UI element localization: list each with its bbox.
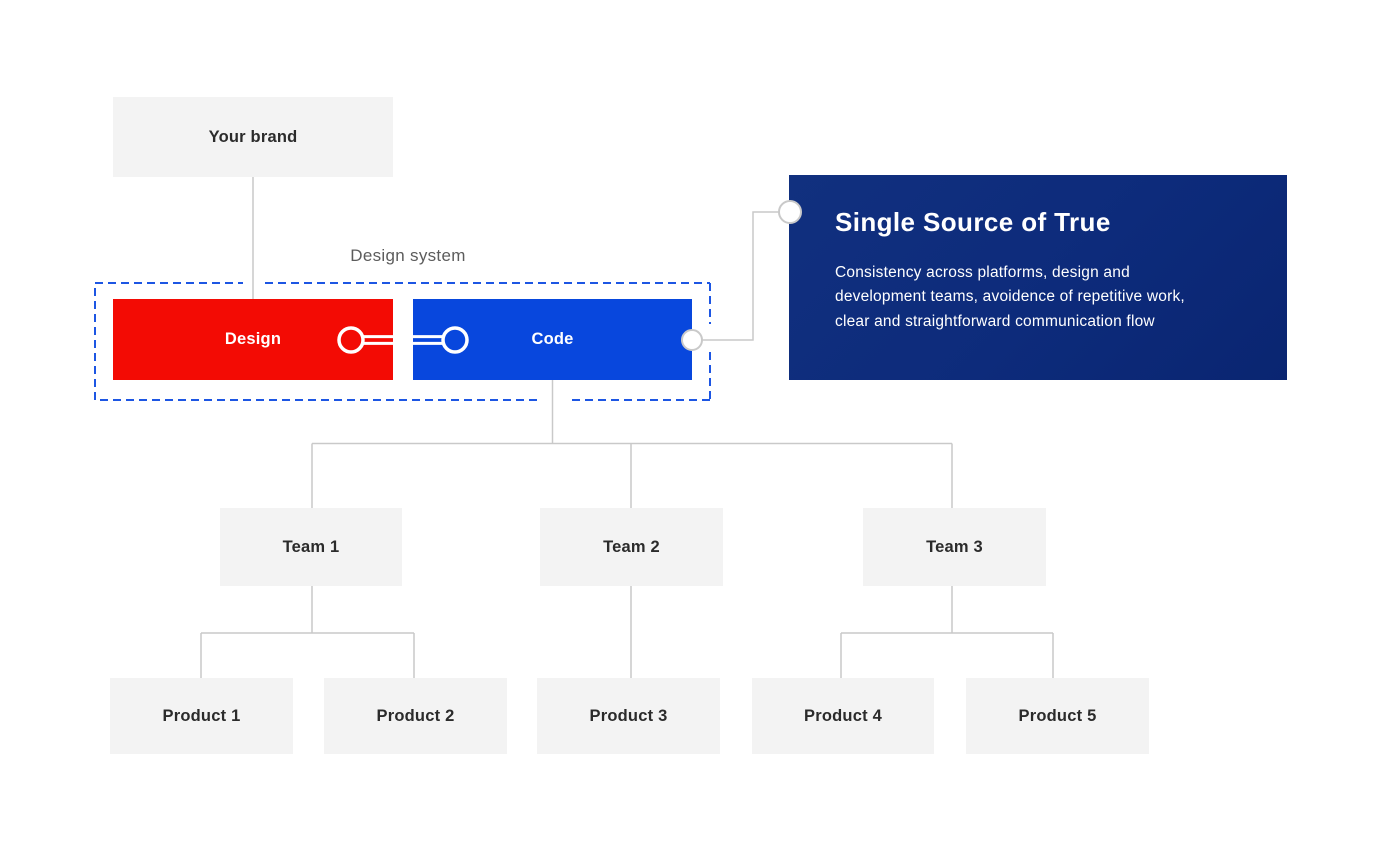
- node-team-2: Team 2: [540, 508, 723, 586]
- callout-body: Consistency across platforms, design and…: [835, 261, 1247, 335]
- node-product-2: Product 2: [324, 678, 507, 754]
- node-product-5: Product 5: [966, 678, 1149, 754]
- product-1-label: Product 1: [162, 706, 241, 725]
- node-design: Design: [113, 299, 393, 380]
- your-brand-label: Your brand: [208, 127, 298, 146]
- design-label: Design: [224, 330, 282, 348]
- callout-single-source: Single Source of True Consistency across…: [789, 175, 1287, 380]
- product-2-label: Product 2: [376, 706, 455, 725]
- node-team-1: Team 1: [220, 508, 402, 586]
- callout-body-line: development teams, avoidence of repetiti…: [835, 288, 1185, 305]
- product-5-label: Product 5: [1018, 706, 1097, 725]
- team-3-label: Team 3: [926, 537, 983, 556]
- code-label: Code: [531, 330, 574, 348]
- team-2-label: Team 2: [603, 537, 660, 556]
- callout-body-line: Consistency across platforms, design and: [835, 263, 1130, 281]
- node-code: Code: [413, 299, 692, 380]
- node-product-4: Product 4: [752, 678, 934, 754]
- callout-body-line: clear and straightforward communication …: [835, 312, 1155, 330]
- node-product-1: Product 1: [110, 678, 293, 754]
- node-your-brand: Your brand: [113, 97, 393, 177]
- team-1-label: Team 1: [282, 537, 340, 556]
- node-product-3: Product 3: [537, 678, 720, 754]
- product-3-label: Product 3: [589, 706, 668, 725]
- product-4-label: Product 4: [804, 706, 882, 725]
- node-team-3: Team 3: [863, 508, 1046, 586]
- callout-title: Single Source of True: [835, 207, 1111, 237]
- line-code-to-callout: [702, 211, 779, 341]
- design-system-label: Design system: [350, 246, 466, 265]
